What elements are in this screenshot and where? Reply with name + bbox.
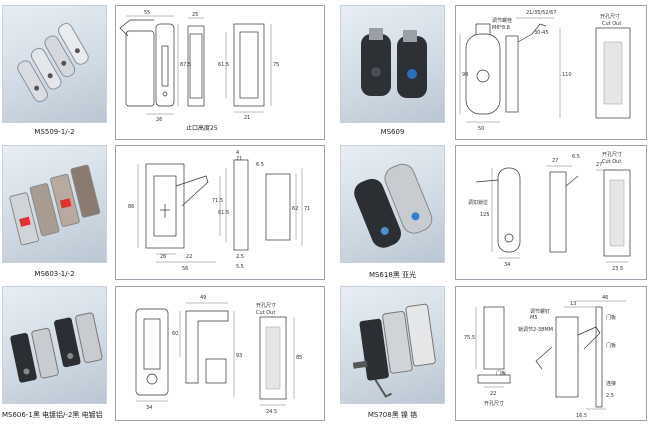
dim: 60 — [172, 331, 178, 337]
product-caption: MS509-1/-2 — [34, 128, 75, 136]
dim: 75 — [273, 62, 279, 68]
dim: 26 — [160, 254, 166, 260]
technical-drawing-ms606: 49 60 93 34 85 24.5 开孔尺寸 Cut Out — [115, 286, 325, 421]
dim: 24.5 — [266, 409, 277, 415]
dim: 6.5 — [572, 154, 580, 160]
label: Cut Out — [256, 310, 275, 316]
dim: 49 — [200, 295, 206, 301]
dim: 55 — [144, 10, 150, 16]
product-photo-ms609 — [340, 5, 445, 123]
product-photo-ms509 — [2, 5, 107, 123]
label: 开孔尺寸 — [602, 151, 622, 158]
dim: 2.5 — [606, 393, 614, 399]
label: 开孔尺寸 — [600, 13, 620, 20]
dim: 23.5 — [612, 266, 623, 272]
dim: 13 — [570, 301, 576, 307]
dim: 125 — [480, 212, 490, 218]
dim: 2.5 — [236, 254, 244, 260]
latch-photo-ms509 — [17, 22, 89, 103]
label: Cut Out — [602, 159, 621, 165]
label: 锁调节2-38MM — [518, 326, 553, 333]
technical-drawing-ms618: 27 6.5 27 125 34 23.5 开孔尺寸 Cut Out 调扣锁位 — [455, 145, 647, 280]
dim: 21/35/52/67 — [526, 10, 557, 16]
dim: 21 — [244, 115, 250, 121]
dim: 61.5 — [218, 210, 229, 216]
dim: 16.5 — [576, 413, 587, 419]
dim: 46 — [602, 295, 608, 301]
latch-photo-ms708 — [352, 303, 436, 398]
product-photo-ms606 — [2, 286, 107, 404]
dim: 110 — [562, 72, 572, 78]
product-caption: MS708黑 镍 铬 — [367, 411, 418, 419]
dim: 30-45 — [534, 30, 549, 36]
product-photo-ms618 — [340, 145, 445, 263]
dim: 71.5 — [212, 198, 223, 204]
dim: 21 — [236, 156, 242, 162]
dim: 98 — [462, 72, 468, 78]
dim: 56 — [182, 266, 188, 272]
drawing-note: 止口高度25 — [186, 124, 218, 132]
dim: 25 — [192, 12, 198, 18]
dim: 4 — [236, 150, 239, 156]
dim: 5.5 — [236, 264, 244, 270]
dim: 86 — [128, 204, 134, 210]
label: 开孔尺寸 — [484, 400, 504, 407]
dim: 75.5 — [464, 335, 475, 341]
dim: 85 — [296, 355, 302, 361]
label: 调节螺栓 — [492, 17, 512, 24]
label: 开孔尺寸 — [256, 302, 276, 309]
label: 门板 — [496, 370, 506, 377]
product-photo-ms603 — [2, 145, 107, 263]
dim: 87.5 — [180, 62, 191, 68]
latch-photo-ms606 — [10, 312, 103, 383]
dim: 22 — [490, 391, 496, 397]
latch-photo-ms609 — [361, 28, 427, 98]
dim: 27 — [552, 158, 558, 164]
dim: 34 — [504, 262, 510, 268]
product-caption: MS606-1黑 电镀铝/-2黑 电镀铝 — [2, 411, 103, 419]
latch-photo-ms618 — [354, 163, 433, 248]
dim: 22 — [186, 254, 192, 260]
label: M5 — [530, 315, 538, 321]
technical-drawing-ms509: 55 25 87.5 61.5 75 26 21 止口高度25 — [115, 5, 325, 140]
label: 门板 — [606, 314, 616, 321]
dim: 34 — [146, 405, 152, 411]
dim: 50 — [478, 126, 484, 132]
dim: 71 — [304, 206, 310, 212]
product-caption: MS609 — [380, 128, 405, 136]
label: 调节螺钉 — [530, 308, 550, 315]
label: Cut Out — [602, 21, 621, 27]
label: 调扣锁位 — [468, 199, 488, 206]
technical-drawing-ms609: 21/35/52/67 30-45 98 110 50 调节螺栓 M6*8.8 … — [455, 5, 647, 140]
dim: 93 — [236, 353, 242, 359]
label: 门板 — [606, 342, 616, 349]
latch-photo-ms603 — [9, 164, 101, 246]
dim: 62 — [292, 206, 298, 212]
dim: 61.5 — [218, 62, 229, 68]
technical-drawing-ms603: 4 21 6.5 86 71.5 61.5 62 71 26 22 56 2.5… — [115, 145, 325, 280]
technical-drawing-ms708: 13 46 75.5 22 2.5 16.5 调节螺钉 M5 锁调节2-38MM… — [455, 286, 647, 421]
dim: 6.5 — [256, 162, 264, 168]
label: 连接 — [606, 380, 616, 387]
dim: 27 — [596, 162, 602, 168]
product-caption: MS618黑 亚光 — [368, 271, 417, 279]
product-caption: MS603-1/-2 — [34, 270, 75, 278]
dim: 26 — [156, 117, 162, 123]
label: M6*8.8 — [492, 25, 510, 31]
product-photo-ms708 — [340, 286, 445, 404]
